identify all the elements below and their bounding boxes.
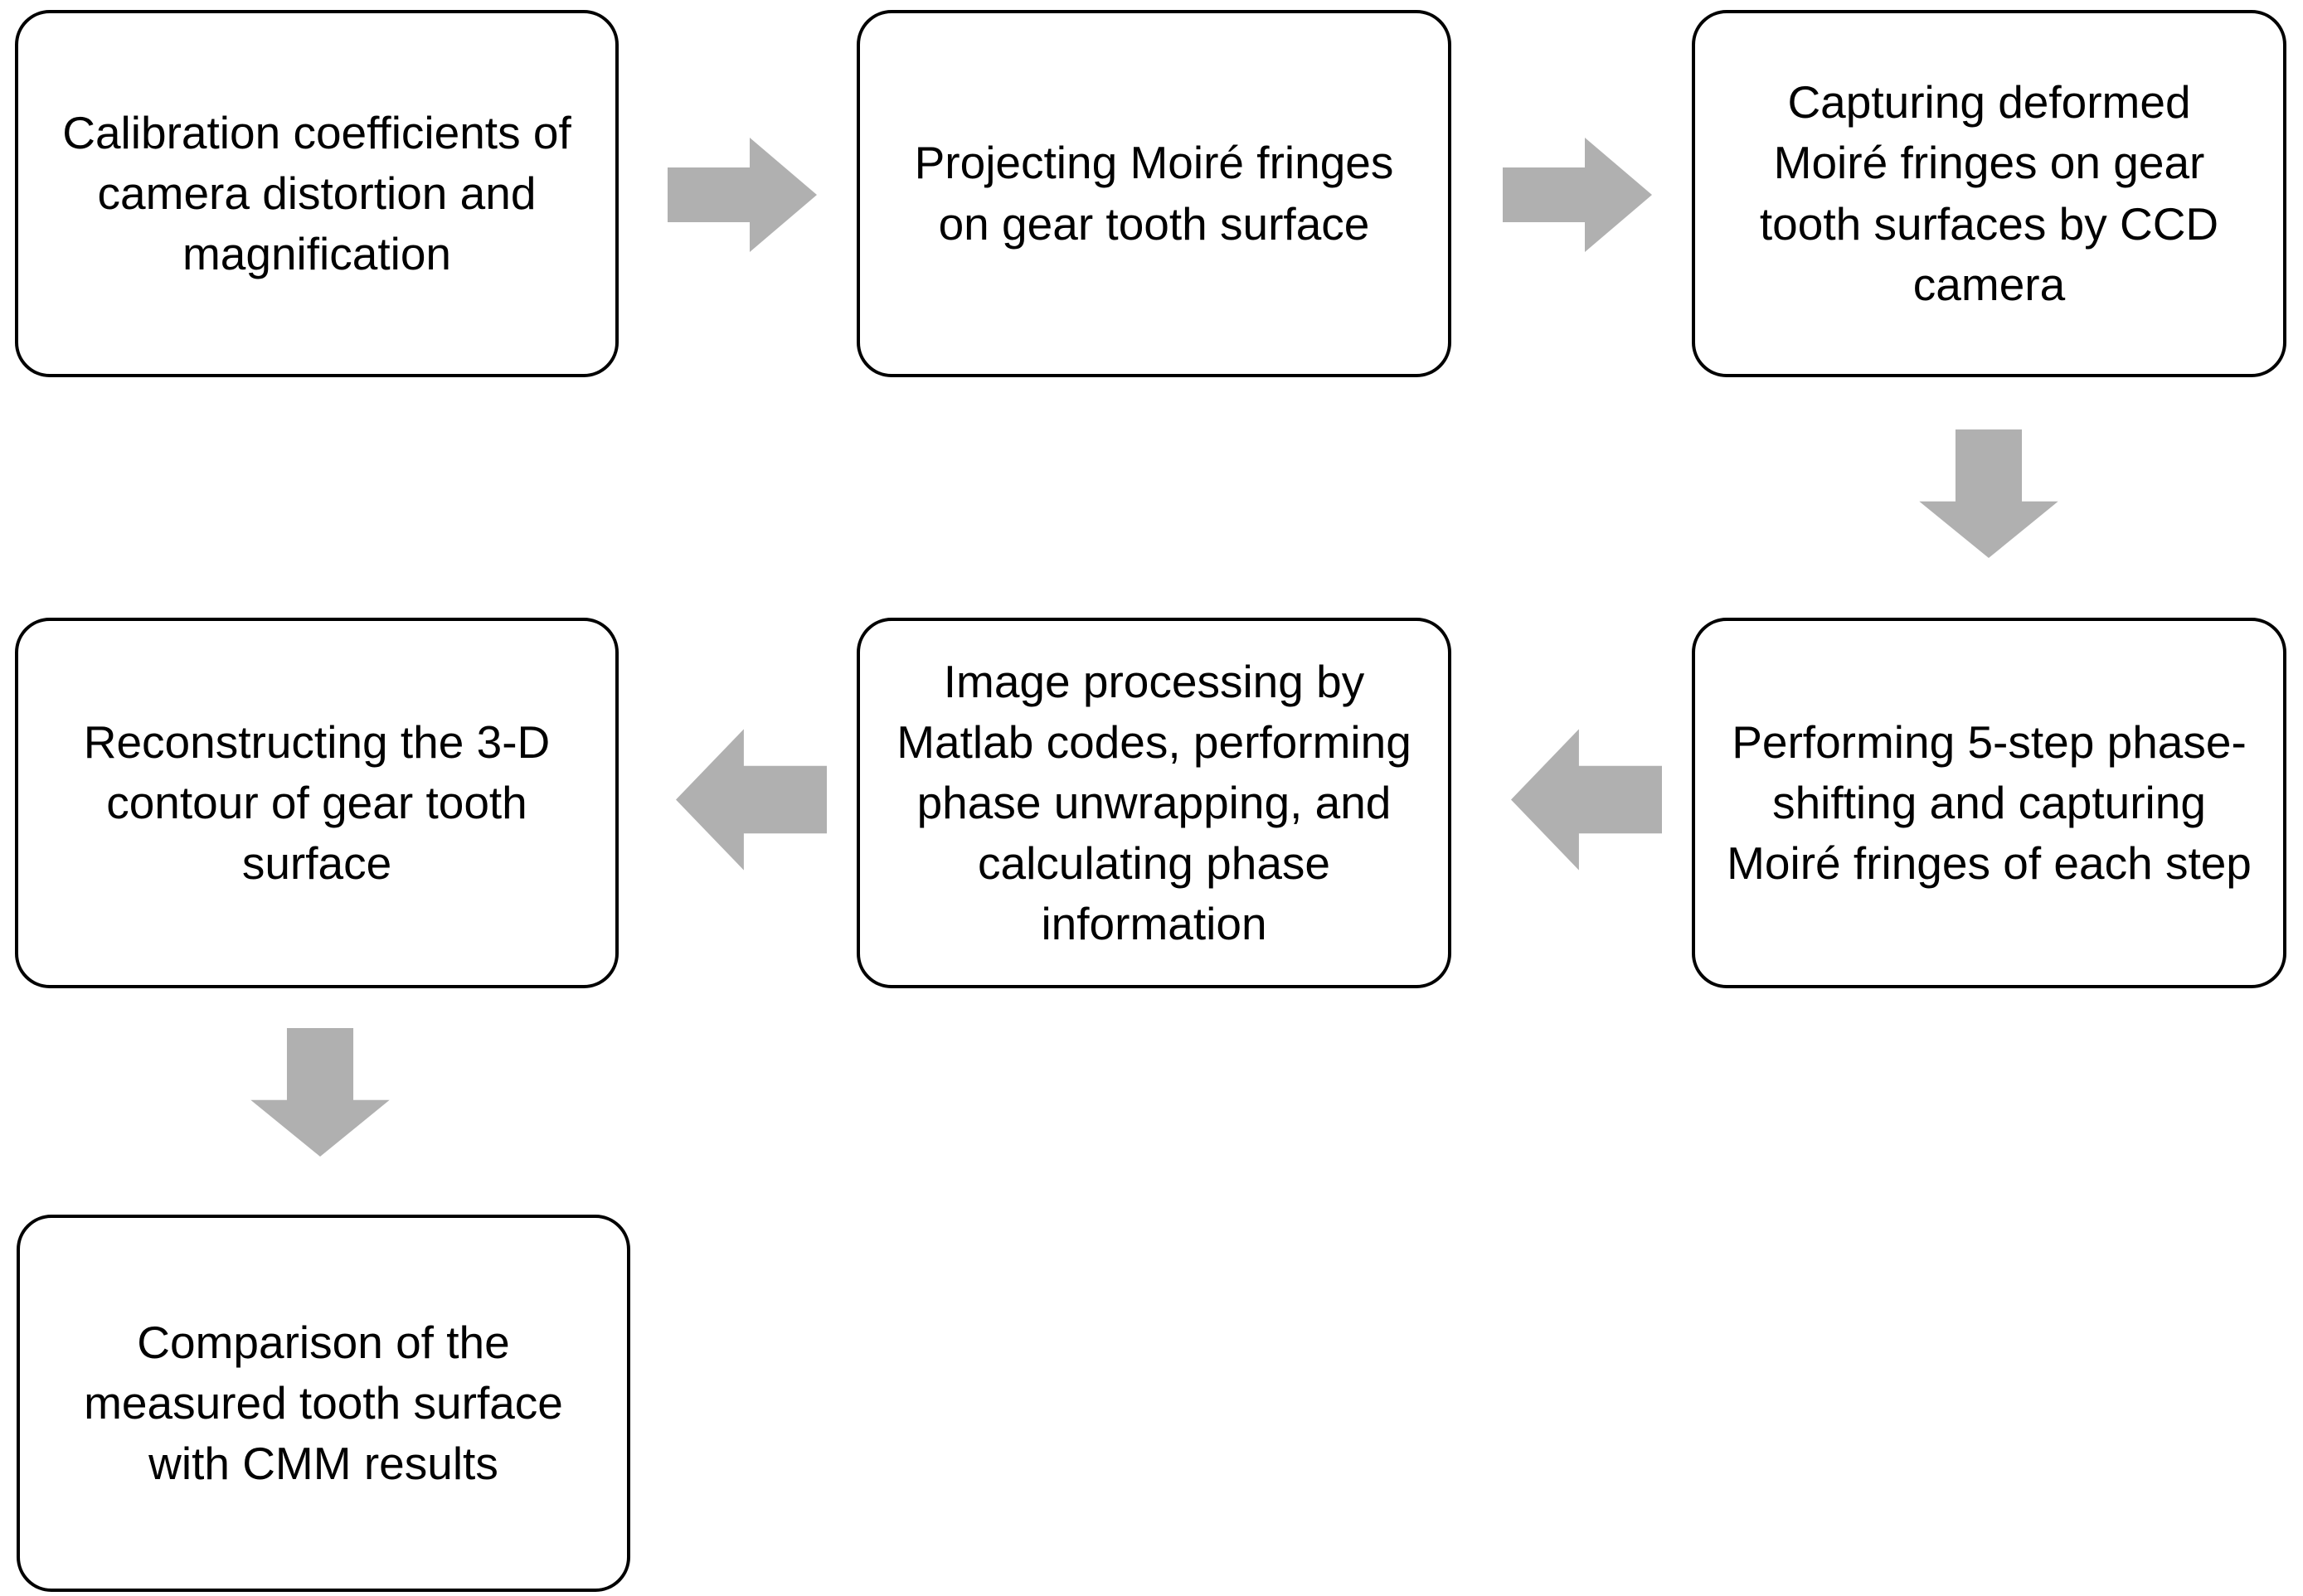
flow-node-reconstructing-3d-contour[interactable]: Reconstructing the 3-D contour of gear t… — [15, 618, 619, 988]
flow-node-label: Performing 5-step phase- shifting and ca… — [1727, 716, 2252, 890]
arrow-left-step4-to-step5-icon — [1511, 723, 1662, 876]
flow-node-label: Projecting Moiré fringes on gear tooth s… — [914, 137, 1394, 250]
flow-node-label: Capturing deformed Moiré fringes on gear… — [1759, 76, 2219, 310]
flow-node-projecting-moire-fringes[interactable]: Projecting Moiré fringes on gear tooth s… — [857, 10, 1451, 377]
flow-node-performing-phase-shifting[interactable]: Performing 5-step phase- shifting and ca… — [1692, 618, 2286, 988]
flow-node-comparison-with-cmm[interactable]: Comparison of the measured tooth surface… — [17, 1215, 630, 1592]
flow-node-capturing-deformed-fringes[interactable]: Capturing deformed Moiré fringes on gear… — [1692, 10, 2286, 377]
arrow-down-step6-to-step7-icon — [245, 1028, 396, 1157]
flow-node-label: Calibration coefficients of camera disto… — [62, 106, 571, 280]
arrow-down-step3-to-step4-icon — [1913, 429, 2064, 558]
flow-node-label: Reconstructing the 3-D contour of gear t… — [83, 716, 551, 890]
flow-node-image-processing-matlab[interactable]: Image processing by Matlab codes, perfor… — [857, 618, 1451, 988]
flow-node-calibration-coefficients[interactable]: Calibration coefficients of camera disto… — [15, 10, 619, 377]
arrow-right-step2-to-step3-icon — [1503, 133, 1652, 257]
arrow-left-step5-to-step6-icon — [676, 723, 827, 876]
flow-node-label: Comparison of the measured tooth surface… — [84, 1316, 563, 1490]
arrow-right-step1-to-step2-icon — [668, 133, 817, 257]
flow-node-label: Image processing by Matlab codes, perfor… — [896, 655, 1411, 950]
